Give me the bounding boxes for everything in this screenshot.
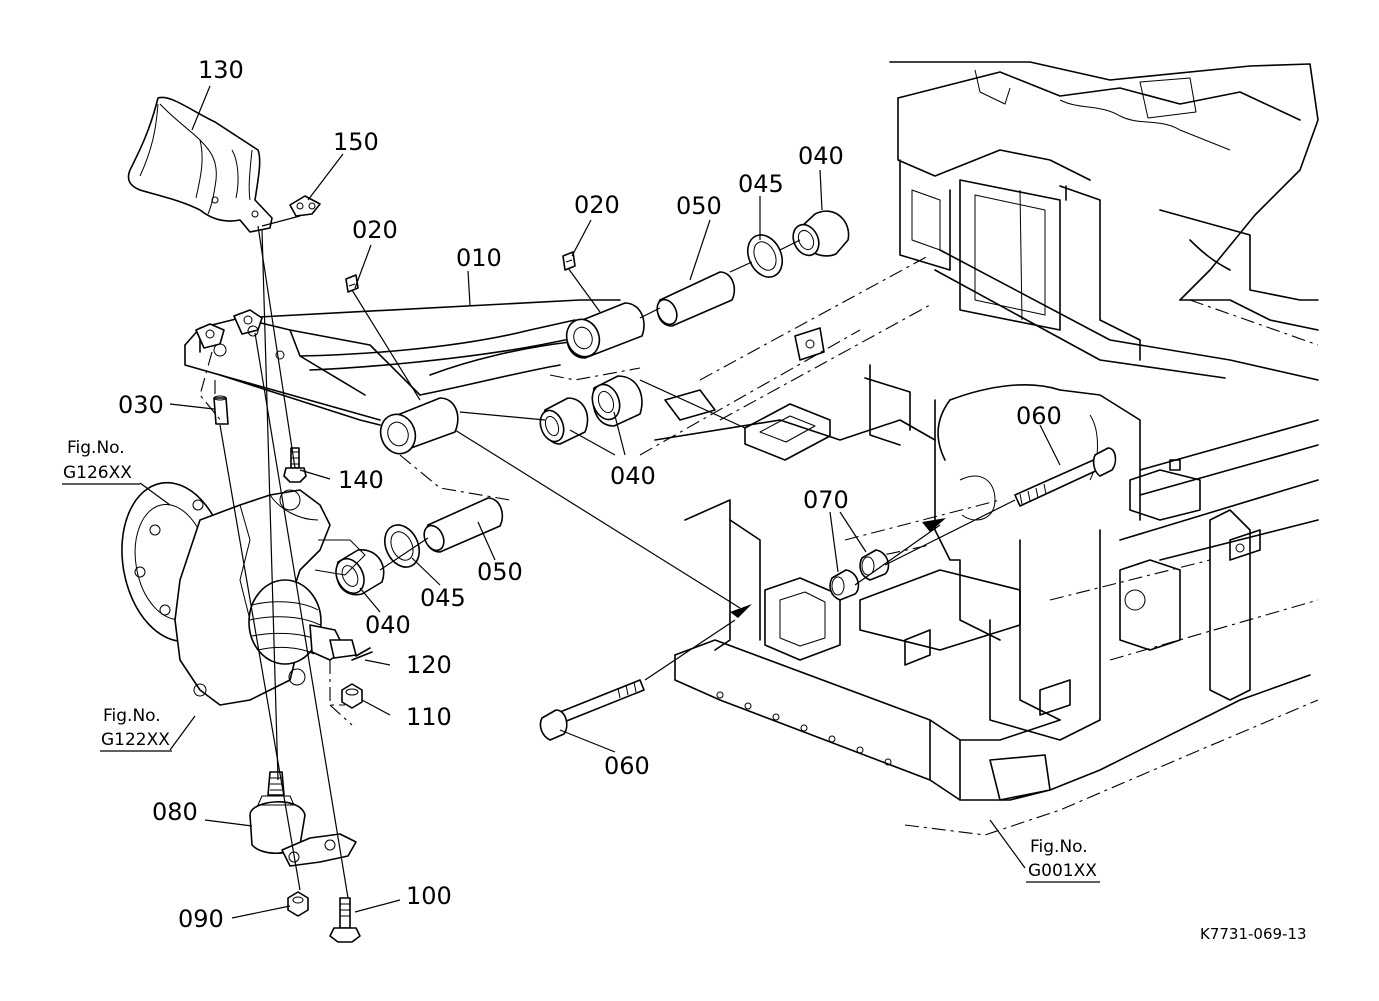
- ref-g001-prefix: Fig.No.: [1030, 837, 1088, 857]
- ball-joint-080: [249, 771, 357, 867]
- ref-g126-prefix: Fig.No.: [67, 438, 125, 458]
- drawing-code: K7731-069-13: [1200, 925, 1307, 943]
- label-070: 070: [803, 486, 849, 514]
- pin-030: [213, 395, 229, 425]
- shield-130: [127, 96, 273, 233]
- cotter-pin-120-nut-110: [341, 647, 373, 709]
- ref-g001-code: G001XX: [1028, 861, 1097, 881]
- bolt-140: [283, 447, 307, 483]
- upper-arm-010: [184, 299, 645, 455]
- bushings: [335, 210, 850, 596]
- label-120: 120: [406, 651, 452, 679]
- leader-lines: [139, 85, 1061, 919]
- nut-090: [287, 891, 309, 917]
- label-020-left: 020: [352, 216, 398, 244]
- label-020-right: 020: [574, 191, 620, 219]
- label-080: 080: [152, 798, 198, 826]
- ref-g122-prefix: Fig.No.: [103, 706, 161, 726]
- figure-references: Fig.No. G126XX Fig.No. G122XX Fig.No. G0…: [62, 438, 1307, 943]
- label-040-lower: 040: [365, 611, 411, 639]
- label-010: 010: [456, 244, 502, 272]
- ref-g126-code: G126XX: [63, 463, 132, 483]
- bolts-060-collars-070: [539, 447, 1117, 741]
- knuckle-hub: [121, 481, 366, 706]
- label-050-top: 050: [676, 192, 722, 220]
- grease-fitting-020: [345, 251, 576, 293]
- label-030: 030: [118, 391, 164, 419]
- label-045-lower: 045: [420, 584, 466, 612]
- label-040-middle: 040: [610, 462, 656, 490]
- label-130: 130: [198, 56, 244, 84]
- part-labels: 130 150 020 020 010 050 045 040 030 140 …: [118, 56, 1062, 933]
- label-040-top: 040: [798, 142, 844, 170]
- label-090: 090: [178, 905, 224, 933]
- bolt-100: [329, 897, 361, 943]
- frame-chassis: [639, 61, 1319, 836]
- label-150: 150: [333, 128, 379, 156]
- assembly-lines: [199, 215, 1016, 899]
- ref-g122-code: G122XX: [101, 730, 170, 750]
- label-140: 140: [338, 466, 384, 494]
- label-110: 110: [406, 703, 452, 731]
- label-050-lower: 050: [477, 558, 523, 586]
- bracket-150: [289, 195, 321, 217]
- label-060-upper: 060: [1016, 402, 1062, 430]
- label-100: 100: [406, 882, 452, 910]
- label-060-lower: 060: [604, 752, 650, 780]
- label-045-top: 045: [738, 170, 784, 198]
